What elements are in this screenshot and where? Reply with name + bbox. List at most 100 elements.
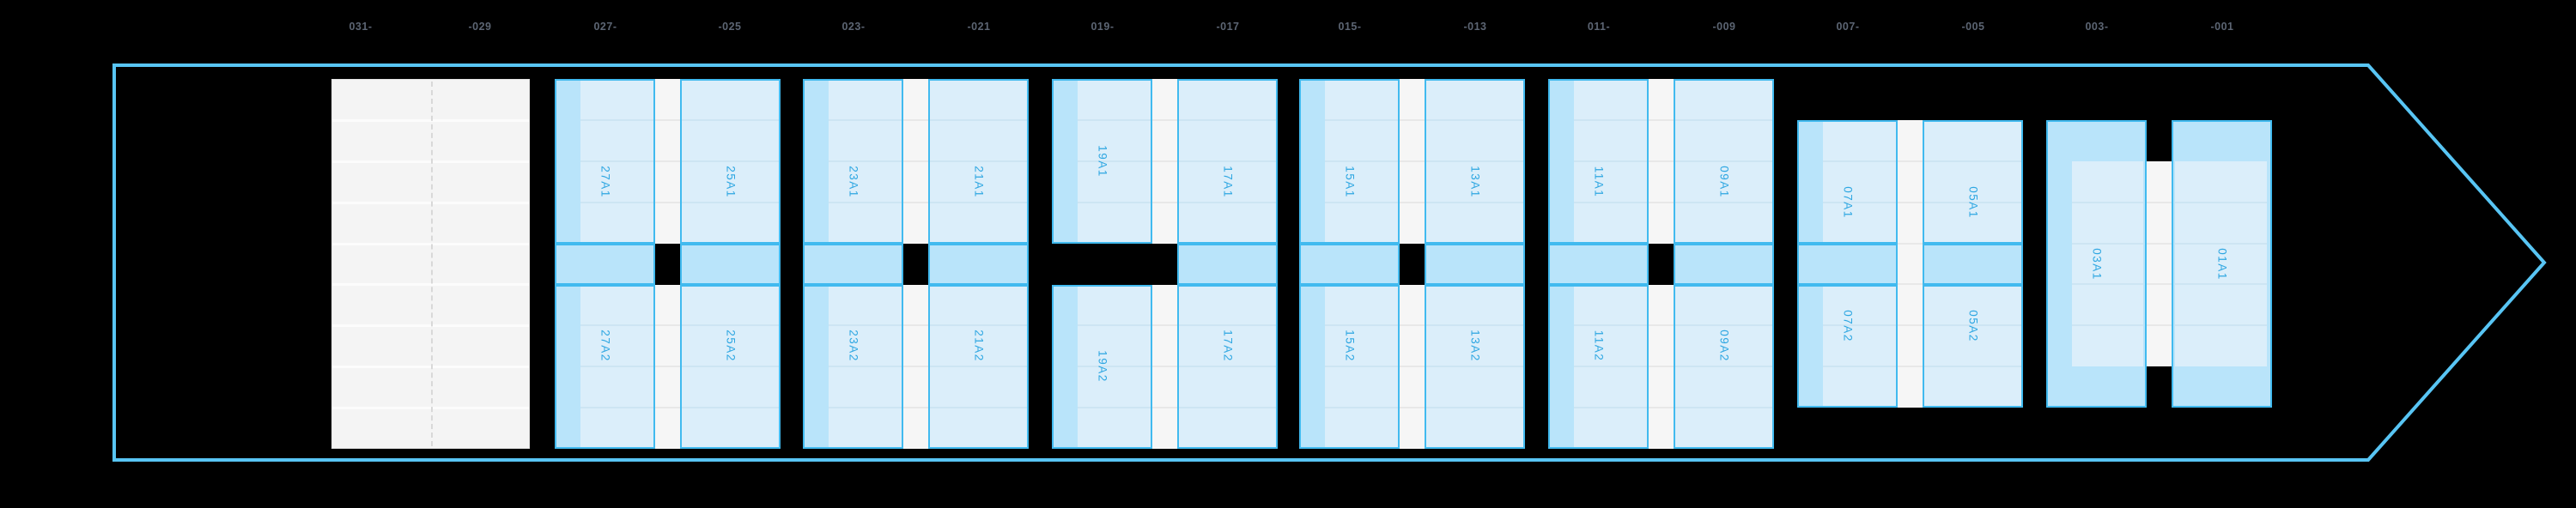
wing-strip: [1550, 287, 1574, 447]
slot-gap: [1400, 79, 1425, 244]
bay-cell-label: 07A2: [1841, 310, 1854, 342]
row-line: [930, 160, 1027, 162]
row-line: [1823, 160, 1896, 162]
bay-number-label: -029: [468, 21, 492, 33]
slot-gap: [1649, 79, 1674, 244]
row-line: [1898, 324, 1923, 326]
bay-cell-01A1[interactable]: [2172, 120, 2272, 408]
hatch-mid-band: [1299, 244, 1400, 285]
row-line: [1179, 366, 1276, 367]
bay-number-label: -017: [1216, 21, 1240, 33]
row-line: [1823, 366, 1896, 367]
bay-cell-05A2[interactable]: [1923, 285, 2023, 408]
hatch-centerline: [431, 82, 433, 446]
bay-cell-27A2[interactable]: [555, 285, 655, 449]
bay-cell-19A1[interactable]: [1052, 79, 1152, 244]
bay-cell-21A1[interactable]: [928, 79, 1029, 244]
wing-strip: [1054, 287, 1078, 447]
row-line: [580, 324, 653, 326]
bay-cell-09A1[interactable]: [1674, 79, 1774, 244]
row-line: [2175, 202, 2267, 203]
bay-cell-label: 05A1: [1966, 186, 1979, 219]
bay-number-label: -021: [967, 21, 991, 33]
row-line: [903, 366, 928, 367]
row-line: [903, 324, 928, 326]
bay-cell-11A2[interactable]: [1548, 285, 1649, 449]
row-line: [1675, 407, 1772, 408]
row-line: [1924, 366, 2021, 367]
bay-cell-05A1[interactable]: [1923, 120, 2023, 244]
bay-cell-07A1[interactable]: [1797, 120, 1898, 244]
bay-number-label: -001: [2210, 21, 2234, 33]
bay-cell-inner: [2175, 161, 2267, 366]
bay-cell-19A2[interactable]: [1052, 285, 1152, 449]
bay-cell-label: 11A2: [1592, 330, 1605, 362]
row-line: [1426, 160, 1523, 162]
row-line: [930, 366, 1027, 367]
row-line: [1924, 160, 2021, 162]
bay-cell-25A1[interactable]: [680, 79, 781, 244]
bay-cell-27A1[interactable]: [555, 79, 655, 244]
bay-cell-label: 27A2: [598, 330, 611, 362]
bay-cell-23A2[interactable]: [803, 285, 903, 449]
bay-number-label: 031-: [349, 21, 373, 33]
bay-cell-21A2[interactable]: [928, 285, 1029, 449]
row-line: [829, 366, 902, 367]
row-line: [1152, 407, 1177, 408]
bay-cell-23A1[interactable]: [803, 79, 903, 244]
row-line: [1574, 407, 1647, 408]
bay-cell-07A2[interactable]: [1797, 285, 1898, 408]
empty-hatch-block[interactable]: [331, 79, 530, 449]
row-line: [1078, 119, 1151, 121]
row-line: [682, 407, 779, 408]
row-line: [332, 407, 529, 409]
row-line: [1649, 119, 1674, 121]
row-line: [332, 324, 529, 327]
hatch-mid-band: [680, 244, 781, 285]
bay-cell-13A1[interactable]: [1425, 79, 1525, 244]
row-line: [655, 160, 680, 162]
row-line: [1325, 407, 1398, 408]
row-line: [2147, 324, 2172, 326]
row-line: [1078, 366, 1151, 367]
row-line: [1179, 119, 1276, 121]
slot-gap: [655, 79, 680, 244]
row-line: [2175, 243, 2267, 245]
bay-cell-15A1[interactable]: [1299, 79, 1400, 244]
bay-cell-09A2[interactable]: [1674, 285, 1774, 449]
row-line: [580, 202, 653, 203]
row-line: [1574, 119, 1647, 121]
row-line: [930, 324, 1027, 326]
row-line: [903, 119, 928, 121]
bay-cell-25A2[interactable]: [680, 285, 781, 449]
row-line: [1649, 160, 1674, 162]
row-line: [1649, 366, 1674, 367]
row-line: [1649, 407, 1674, 408]
row-line: [1675, 160, 1772, 162]
row-line: [1179, 160, 1276, 162]
wing-strip: [1054, 81, 1078, 242]
row-line: [829, 407, 902, 408]
bay-cell-label: 21A1: [972, 166, 985, 198]
row-line: [2147, 283, 2172, 285]
bay-cell-13A2[interactable]: [1425, 285, 1525, 449]
bay-cell-label: 09A2: [1717, 330, 1730, 362]
bay-cell-03A1[interactable]: [2046, 120, 2147, 408]
bay-cell-label: 17A1: [1221, 166, 1234, 198]
row-line: [655, 119, 680, 121]
bay-cell-17A2[interactable]: [1177, 285, 1278, 449]
bay-cell-15A2[interactable]: [1299, 285, 1400, 449]
bay-cell-17A1[interactable]: [1177, 79, 1278, 244]
row-line: [1325, 202, 1398, 203]
row-line: [1924, 202, 2021, 203]
bay-number-label: -013: [1463, 21, 1487, 33]
row-line: [1078, 407, 1151, 408]
bay-cell-11A1[interactable]: [1548, 79, 1649, 244]
row-line: [1675, 324, 1772, 326]
bay-number-label: 003-: [2085, 21, 2109, 33]
row-line: [655, 366, 680, 367]
row-line: [682, 366, 779, 367]
